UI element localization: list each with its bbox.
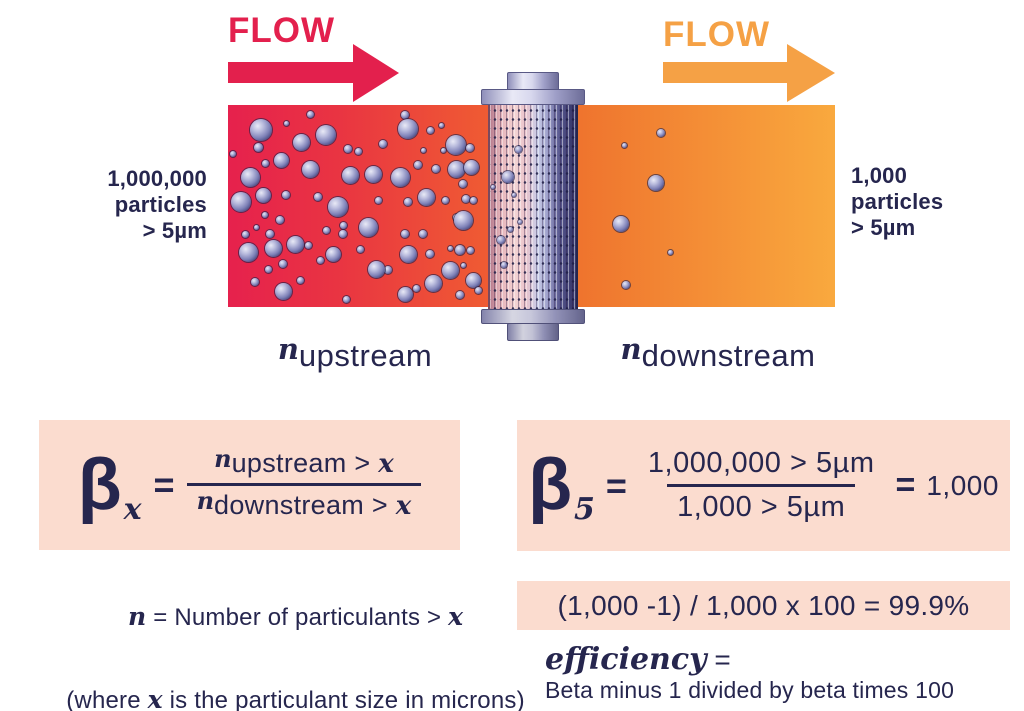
upstream-count-line1: 1,000,000 — [107, 166, 207, 191]
upstream-word: upstream — [231, 448, 347, 479]
efficiency-term: efficiency — [545, 642, 707, 677]
flow-downstream-label: FLOW — [663, 15, 771, 54]
flow-downstream-arrow-shaft — [663, 62, 787, 83]
fraction-numerator: 1,000,000 > 5µm — [638, 446, 885, 484]
note-line1: n = Number of particulants > x — [51, 576, 499, 659]
fraction-denominator: 1,000 > 5µm — [667, 483, 856, 524]
beta-5-formula-box: β 5 = 1,000,000 > 5µm 1,000 > 5µm = 1,00… — [517, 420, 1010, 551]
equals-sign: = — [153, 464, 175, 505]
filter-cartridge — [488, 104, 578, 310]
upstream-word: upstream — [298, 338, 433, 373]
beta-5-result: 1,000 — [926, 469, 999, 501]
n-symbol: n — [214, 444, 232, 474]
beta-5-subscript: 5 — [574, 492, 595, 528]
equals-sign: = — [706, 644, 731, 675]
downstream-count-line2: particles — [851, 188, 944, 214]
efficiency-description: Beta minus 1 divided by beta times 100 — [545, 677, 955, 703]
n-symbol: n — [620, 332, 642, 366]
greater-than: > — [346, 448, 379, 479]
n-symbol: n — [196, 486, 215, 515]
note-line2: (where x is the particulant size in micr… — [25, 659, 524, 711]
denominator-value: 1,000 > 5µm — [677, 490, 846, 523]
efficiency-calc-text: (1,000 -1) / 1,000 x 100 = 99.9% — [557, 589, 970, 621]
flow-downstream-arrow-head-icon — [787, 44, 835, 102]
downstream-word: downstream — [641, 338, 816, 373]
downstream-count-line1: 1,000 — [851, 163, 908, 188]
downstream-word: downstream — [214, 490, 365, 520]
definition-note: n = Number of particulants > x (where x … — [25, 576, 524, 711]
caption-n-upstream: nupstream — [230, 332, 480, 374]
beta-x-symbol: β x — [77, 444, 142, 525]
downstream-count-line3: > 5µm — [851, 214, 916, 240]
beta-x-subscript: x — [123, 491, 142, 527]
beta-glyph: β — [77, 444, 122, 525]
x-symbol: x — [378, 449, 394, 480]
efficiency-heading: efficiency = — [545, 642, 731, 677]
beta-5-symbol: β 5 — [528, 445, 595, 526]
efficiency-calc-box: (1,000 -1) / 1,000 x 100 = 99.9% — [517, 581, 1010, 630]
n-symbol: n — [277, 332, 299, 366]
x-symbol: x — [448, 601, 464, 631]
upstream-count-line2: particles — [114, 191, 207, 217]
filter-bottom-flange — [481, 309, 585, 324]
caption-n-downstream: ndownstream — [588, 332, 848, 374]
beta-glyph: β — [528, 445, 573, 526]
beta-5-fraction: 1,000,000 > 5µm 1,000 > 5µm — [638, 446, 885, 524]
note-text: is the particulant size in microns) — [162, 686, 525, 711]
note-text: = Number of particulants > — [146, 603, 449, 631]
greater-than: > — [364, 490, 396, 520]
equals-sign: = — [895, 466, 916, 504]
n-symbol: n — [127, 601, 147, 631]
filter-top-flange — [481, 89, 585, 105]
note-text: (where — [66, 686, 148, 711]
flow-upstream-arrow-head-icon — [353, 44, 399, 102]
downstream-particle-count: 1,000 particles > 5µm — [851, 163, 991, 241]
upstream-count-line3: > 5µm — [142, 217, 207, 243]
filter-bottom-stub — [507, 323, 559, 341]
numerator-value: 1,000,000 > 5µm — [647, 446, 875, 479]
x-symbol: x — [147, 684, 163, 711]
flow-upstream-label: FLOW — [228, 11, 336, 50]
upstream-particle-count: 1,000,000 particles > 5µm — [75, 166, 207, 244]
flow-upstream-arrow-shaft — [228, 62, 353, 83]
equals-sign: = — [605, 464, 627, 506]
x-symbol: x — [395, 491, 412, 521]
